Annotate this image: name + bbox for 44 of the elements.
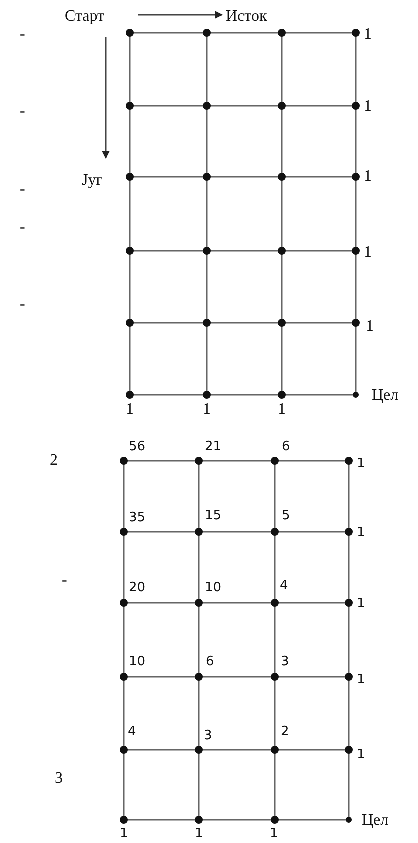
step-number: 2 (50, 453, 58, 469)
dash-mark: - (20, 104, 26, 120)
path-count: 35 (129, 512, 146, 524)
path-count: 1 (203, 402, 211, 418)
path-count: 6 (206, 656, 214, 668)
path-count: 1 (126, 402, 134, 418)
path-count: 15 (205, 510, 222, 522)
path-count: 1 (364, 27, 372, 43)
path-count: 20 (129, 582, 146, 594)
path-count: 21 (205, 440, 222, 454)
path-count: 1 (366, 319, 374, 335)
path-count: 1 (270, 828, 278, 840)
path-count: 1 (364, 99, 372, 115)
target-label: Цел (362, 813, 389, 829)
dash-mark: - (20, 220, 26, 236)
path-count: 10 (129, 656, 146, 668)
path-count: 3 (281, 656, 290, 668)
path-count: 5 (282, 510, 290, 522)
dash-mark: - (20, 297, 26, 313)
dash-mark: - (20, 27, 26, 43)
path-count: 1 (364, 245, 372, 261)
path-count: 56 (129, 440, 146, 454)
path-count: 1 (357, 526, 366, 540)
path-count: 1 (364, 169, 372, 185)
path-count: 1 (278, 402, 286, 418)
axis-label: Југ (82, 173, 103, 189)
path-count: 1 (357, 458, 366, 470)
axis-label: Исток (226, 9, 268, 25)
dash-mark: - (62, 573, 68, 589)
path-count: 1 (357, 598, 366, 610)
path-count: 2 (281, 726, 290, 738)
path-count: 1 (357, 674, 366, 686)
target-label: Цел (372, 388, 399, 404)
path-count: 1 (195, 828, 204, 840)
path-count: 6 (282, 440, 290, 454)
dash-mark: - (20, 182, 26, 198)
path-count: 1 (357, 748, 366, 762)
step-number: 3 (55, 771, 63, 787)
path-count: 1 (120, 828, 128, 840)
path-count: 3 (204, 730, 212, 742)
axis-label: Старт (65, 9, 105, 25)
path-count: 4 (280, 580, 288, 592)
path-count: 4 (128, 726, 136, 738)
path-count: 10 (205, 582, 222, 594)
